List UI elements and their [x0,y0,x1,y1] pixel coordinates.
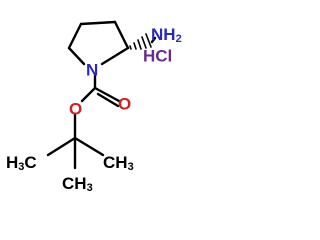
ring-bond-c5-c4 [67,22,83,50]
ring-bond-c2-n [100,46,130,66]
bond-cq-methyl-left [46,136,77,157]
bond-carbonyl-ether [80,86,97,103]
ether-oxygen-label: O [69,100,82,119]
ring-bond-n-c5 [67,46,86,66]
bond-carbonyl-double-b [96,92,120,108]
bond-ch2-nh2 [150,36,157,44]
amine-label: NH2 [151,25,182,46]
methyl-bottom-label: CH3 [62,174,93,195]
structure-diagram: N O O NH2 HCl H3C CH3 CH3 [6,20,182,195]
ring-nitrogen-label: N [86,61,98,80]
ring-bond-c4-c3 [79,20,117,26]
methyl-left-label: H3C [6,153,37,174]
bond-carbonyl-double-a [93,86,121,103]
carbonyl-oxygen-label: O [118,95,131,114]
methyl-right-label: CH3 [103,153,134,174]
bond-cq-methyl-right [73,136,105,157]
hcl-salt-label: HCl [143,47,172,66]
ring-bond-c3-c2 [113,20,130,50]
stereo-hash-bond [129,33,152,50]
